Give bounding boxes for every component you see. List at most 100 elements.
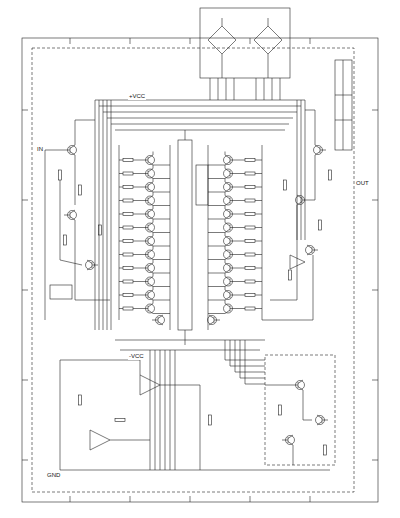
wire	[148, 182, 153, 186]
wire	[209, 322, 214, 326]
wire	[115, 130, 285, 131]
outline	[245, 213, 255, 216]
wire	[70, 152, 75, 156]
wire	[148, 297, 153, 301]
wire	[185, 330, 186, 345]
wire	[148, 162, 153, 166]
wire	[225, 175, 230, 179]
wire	[310, 38, 311, 44]
wire	[142, 227, 148, 228]
wire	[133, 268, 142, 269]
wire	[208, 300, 225, 301]
wire	[208, 286, 225, 287]
wire	[95, 100, 96, 330]
wire	[148, 236, 153, 240]
wire	[148, 277, 153, 281]
wire	[153, 273, 154, 277]
wire	[225, 260, 226, 264]
outline	[335, 60, 352, 150]
outline	[245, 267, 255, 270]
outline	[284, 180, 287, 190]
wire	[236, 227, 245, 228]
wire	[170, 350, 171, 470]
outline	[22, 38, 378, 502]
wire	[148, 202, 153, 206]
wire	[175, 350, 176, 470]
wire	[240, 340, 265, 378]
wire	[107, 118, 293, 119]
wire	[225, 273, 226, 277]
wire	[75, 220, 110, 300]
wire	[133, 214, 142, 215]
wire	[236, 295, 245, 296]
wiring	[22, 8, 378, 502]
wire	[255, 187, 262, 188]
outline	[245, 294, 255, 297]
wire	[60, 180, 82, 265]
wire	[170, 145, 171, 330]
wire	[236, 160, 245, 161]
wire	[148, 229, 153, 233]
wire	[343, 60, 344, 150]
wire	[70, 217, 75, 221]
outline	[265, 355, 335, 465]
outline	[245, 159, 255, 162]
wire	[119, 241, 123, 242]
wire	[45, 150, 64, 151]
wire	[153, 219, 154, 223]
signal-label: -VCC	[128, 353, 145, 360]
wire	[45, 150, 46, 320]
wire	[298, 380, 303, 384]
wire	[236, 241, 245, 242]
wire	[236, 281, 245, 282]
wire	[92, 265, 98, 266]
wire	[153, 206, 154, 210]
wire	[119, 214, 123, 215]
wire	[133, 227, 142, 228]
wire	[148, 175, 153, 179]
wire	[208, 205, 225, 206]
wire	[119, 295, 123, 296]
wire	[225, 179, 226, 183]
wire	[230, 308, 236, 309]
wire	[190, 38, 191, 44]
wire	[298, 387, 303, 391]
wire	[250, 38, 251, 44]
wire	[297, 195, 302, 199]
wire	[307, 252, 312, 256]
wire	[209, 315, 214, 319]
wire	[208, 192, 225, 193]
wire	[208, 219, 225, 220]
wire	[255, 308, 262, 309]
outline	[319, 220, 322, 230]
wire	[262, 145, 263, 320]
wire	[190, 496, 191, 502]
wire	[119, 145, 120, 320]
wire	[225, 152, 226, 156]
wire	[142, 281, 148, 282]
wire	[230, 295, 236, 296]
wire	[315, 145, 320, 149]
wire	[153, 260, 154, 264]
wire	[236, 187, 245, 188]
outline	[123, 186, 133, 189]
wire	[142, 254, 148, 255]
wire	[142, 214, 148, 215]
wire	[142, 241, 148, 242]
wire	[87, 260, 92, 264]
wire	[148, 169, 153, 173]
wire	[111, 100, 112, 330]
outline	[123, 172, 133, 175]
outline	[123, 307, 133, 310]
wire	[153, 300, 154, 304]
wire	[119, 227, 123, 228]
wire	[222, 54, 223, 78]
wire	[305, 100, 306, 240]
outline	[245, 280, 255, 283]
opamp-symbol	[90, 430, 110, 450]
wire	[148, 310, 153, 314]
wire	[103, 112, 297, 113]
wire	[282, 440, 288, 441]
wire	[225, 219, 226, 223]
wire	[148, 283, 153, 287]
